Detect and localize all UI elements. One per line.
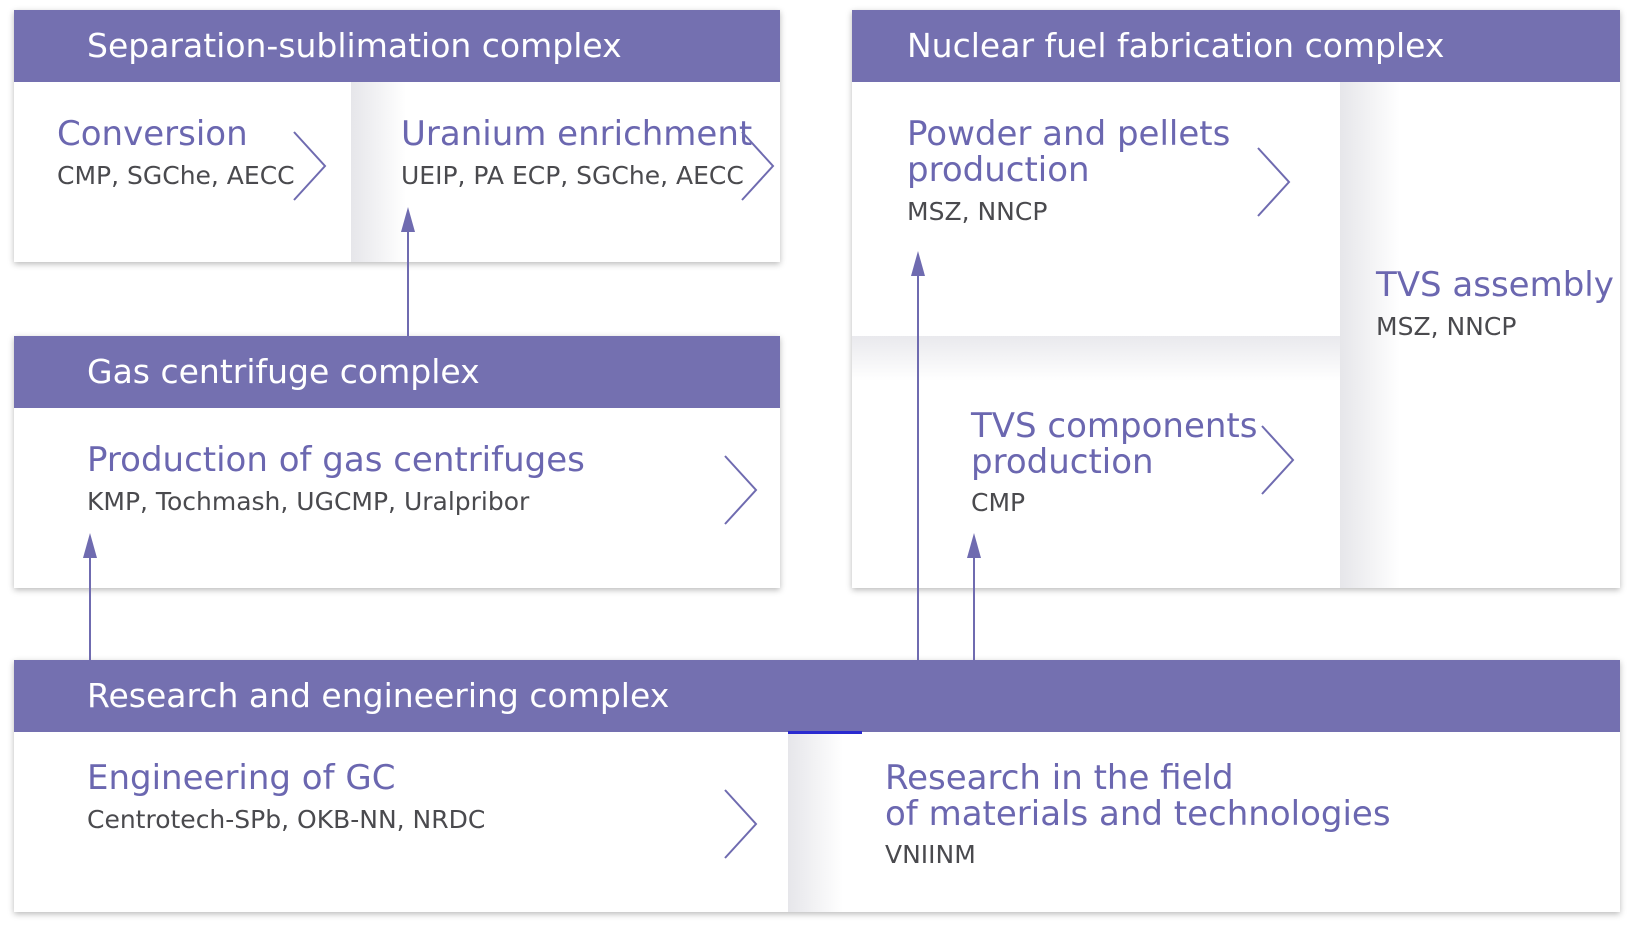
- gas-centrifuge-production-cell: Production of gas centrifuges KMP, Tochm…: [14, 408, 780, 588]
- materials-research-title-line1: Research in the field: [885, 758, 1234, 798]
- arrow-up-icon: [911, 251, 925, 660]
- accent-divider: [788, 731, 862, 734]
- nuclear-fuel-fabrication-header: Nuclear fuel fabrication complex: [852, 10, 1620, 82]
- tvs-assembly-sub: MSZ, NNCP: [1376, 312, 1517, 341]
- uranium-enrichment-sub: UEIP, PA ECP, SGChe, AECC: [401, 161, 744, 190]
- materials-research-sub: VNIINM: [885, 840, 976, 869]
- uranium-enrichment-title: Uranium enrichment: [401, 114, 753, 154]
- chevron-right-icon: [293, 131, 327, 201]
- powder-pellets-title-line2: production: [907, 150, 1090, 190]
- research-engineering-card: Research and engineering complex Enginee…: [14, 660, 1620, 912]
- arrow-up-icon: [83, 533, 97, 660]
- conversion-sub: CMP, SGChe, AECC: [57, 161, 295, 190]
- tvs-components-title-line2: production: [971, 442, 1154, 482]
- nuclear-fuel-fabrication-card: Nuclear fuel fabrication complex Powder …: [852, 10, 1620, 588]
- conversion-cell: Conversion CMP, SGChe, AECC: [14, 82, 351, 262]
- conversion-title: Conversion: [57, 114, 248, 154]
- separation-sublimation-header: Separation-sublimation complex: [14, 10, 780, 82]
- powder-pellets-cell: Powder and pellets production MSZ, NNCP: [852, 82, 1340, 336]
- materials-research-cell: Research in the field of materials and t…: [788, 732, 1620, 912]
- gas-centrifuge-card: Gas centrifuge complex Production of gas…: [14, 336, 780, 588]
- chevron-right-icon: [724, 789, 758, 859]
- chevron-right-icon: [741, 131, 775, 201]
- chevron-right-icon: [724, 455, 758, 525]
- research-engineering-header: Research and engineering complex: [14, 660, 1620, 732]
- chevron-right-icon: [1257, 147, 1291, 217]
- gas-centrifuge-header: Gas centrifuge complex: [14, 336, 780, 408]
- powder-pellets-title-line1: Powder and pellets: [907, 114, 1231, 154]
- powder-pellets-sub: MSZ, NNCP: [907, 197, 1048, 226]
- engineering-gc-sub: Centrotech-SPb, OKB-NN, NRDC: [87, 805, 486, 834]
- gas-centrifuge-production-title: Production of gas centrifuges: [87, 440, 585, 480]
- chevron-right-icon: [1261, 425, 1295, 495]
- uranium-enrichment-cell: Uranium enrichment UEIP, PA ECP, SGChe, …: [351, 82, 780, 262]
- engineering-gc-title: Engineering of GC: [87, 758, 396, 798]
- gas-centrifuge-production-sub: KMP, Tochmash, UGCMP, Uralpribor: [87, 487, 530, 516]
- materials-research-title-line2: of materials and technologies: [885, 794, 1391, 834]
- arrow-up-icon: [967, 533, 981, 660]
- engineering-gc-cell: Engineering of GC Centrotech-SPb, OKB-NN…: [14, 732, 788, 912]
- tvs-assembly-cell: TVS assembly MSZ, NNCP: [1340, 82, 1620, 588]
- arrow-up-icon: [401, 207, 415, 336]
- tvs-components-title-line1: TVS components: [971, 406, 1258, 446]
- separation-sublimation-card: Separation-sublimation complex Conversio…: [14, 10, 780, 262]
- tvs-components-cell: TVS components production CMP: [852, 336, 1340, 588]
- tvs-components-sub: CMP: [971, 488, 1026, 517]
- tvs-assembly-title: TVS assembly: [1376, 265, 1614, 305]
